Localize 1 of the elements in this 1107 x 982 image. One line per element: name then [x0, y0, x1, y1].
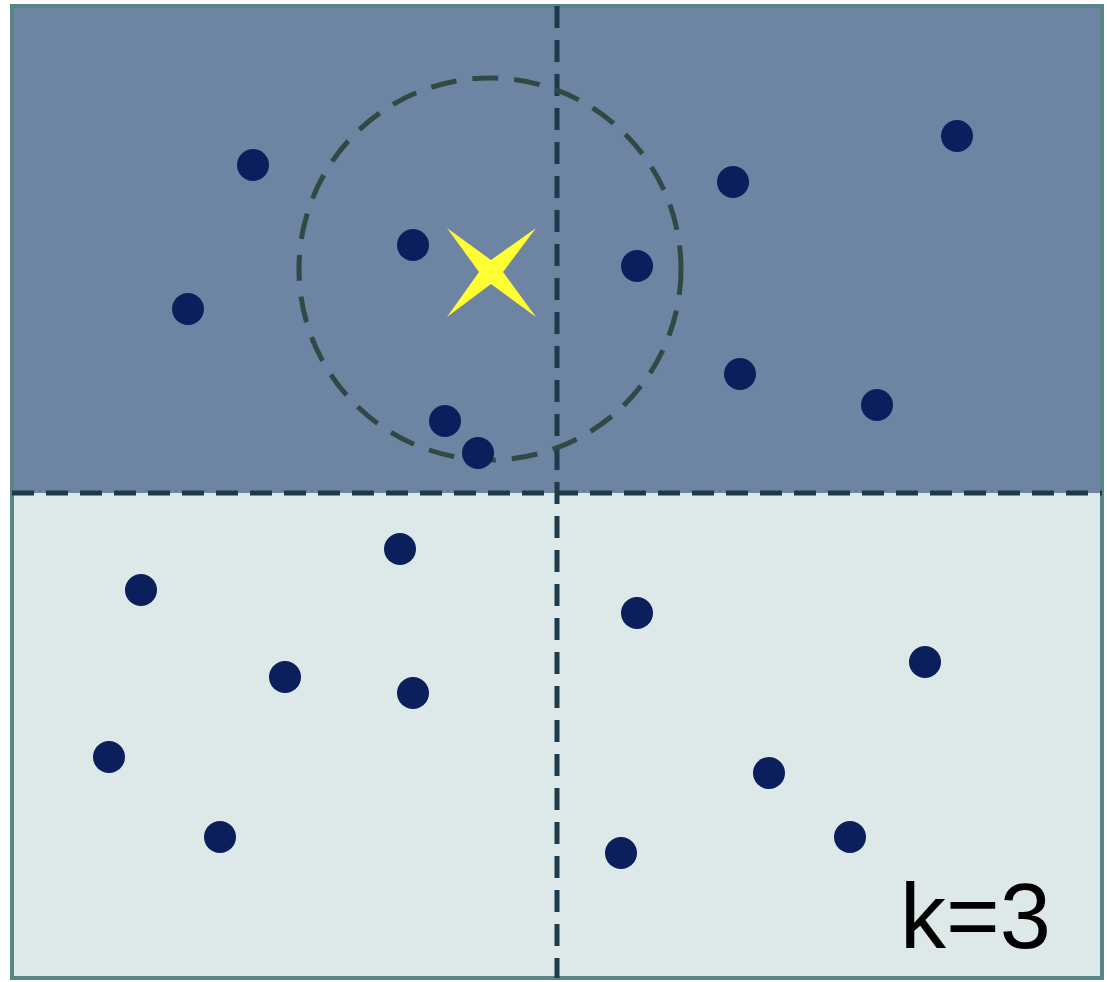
k-value-label: k=3: [900, 870, 1051, 962]
